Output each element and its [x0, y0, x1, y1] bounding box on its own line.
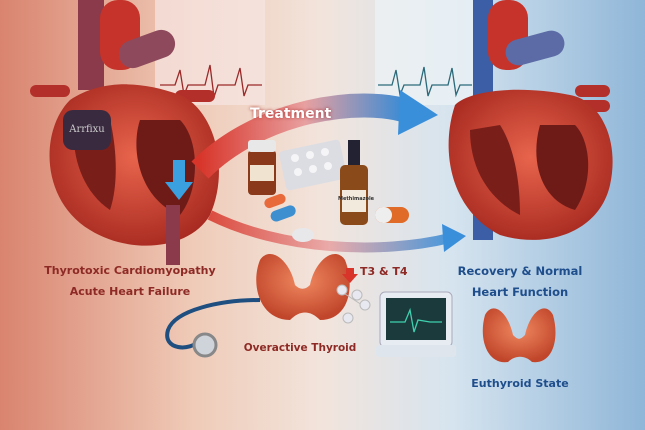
treatment-label: Treatment [250, 106, 332, 122]
euthyroid-thyroid-illustration [482, 308, 556, 363]
hormone-label: T3 & T4 [360, 265, 408, 278]
euthyroid-caption: Euthyroid State [471, 377, 569, 390]
healthy-heart-illustration [448, 0, 613, 240]
right-caption-line1: Recovery & Normal [457, 264, 583, 278]
arrowhead-top [398, 90, 438, 135]
right-caption-line2: Heart Function [471, 285, 569, 299]
medication-pills [248, 139, 409, 242]
overactive-thyroid-caption: Overactive Thyroid [243, 342, 357, 354]
overactive-thyroid-illustration [256, 254, 350, 320]
ecg-strip-left [155, 0, 265, 105]
monitor-icon [376, 291, 456, 357]
treatment-arrow-bottom [207, 210, 452, 253]
left-caption-line2: Acute Heart Failure [69, 285, 191, 298]
arrowhead-bottom [442, 224, 466, 252]
left-caption-line1: Thyrotoxic Cardiomyopathy [44, 264, 216, 277]
down-arrow-icon [165, 160, 193, 200]
down-arrow-hormone-icon [342, 268, 358, 283]
bottle-label: Methimazole [338, 196, 375, 202]
treatment-arrow-top [191, 93, 414, 179]
stethoscope-icon [165, 298, 261, 358]
ecg-strip-right [375, 0, 475, 105]
molecule-icon [336, 284, 371, 324]
heart-chamber-label: Arrfixu [69, 124, 105, 135]
